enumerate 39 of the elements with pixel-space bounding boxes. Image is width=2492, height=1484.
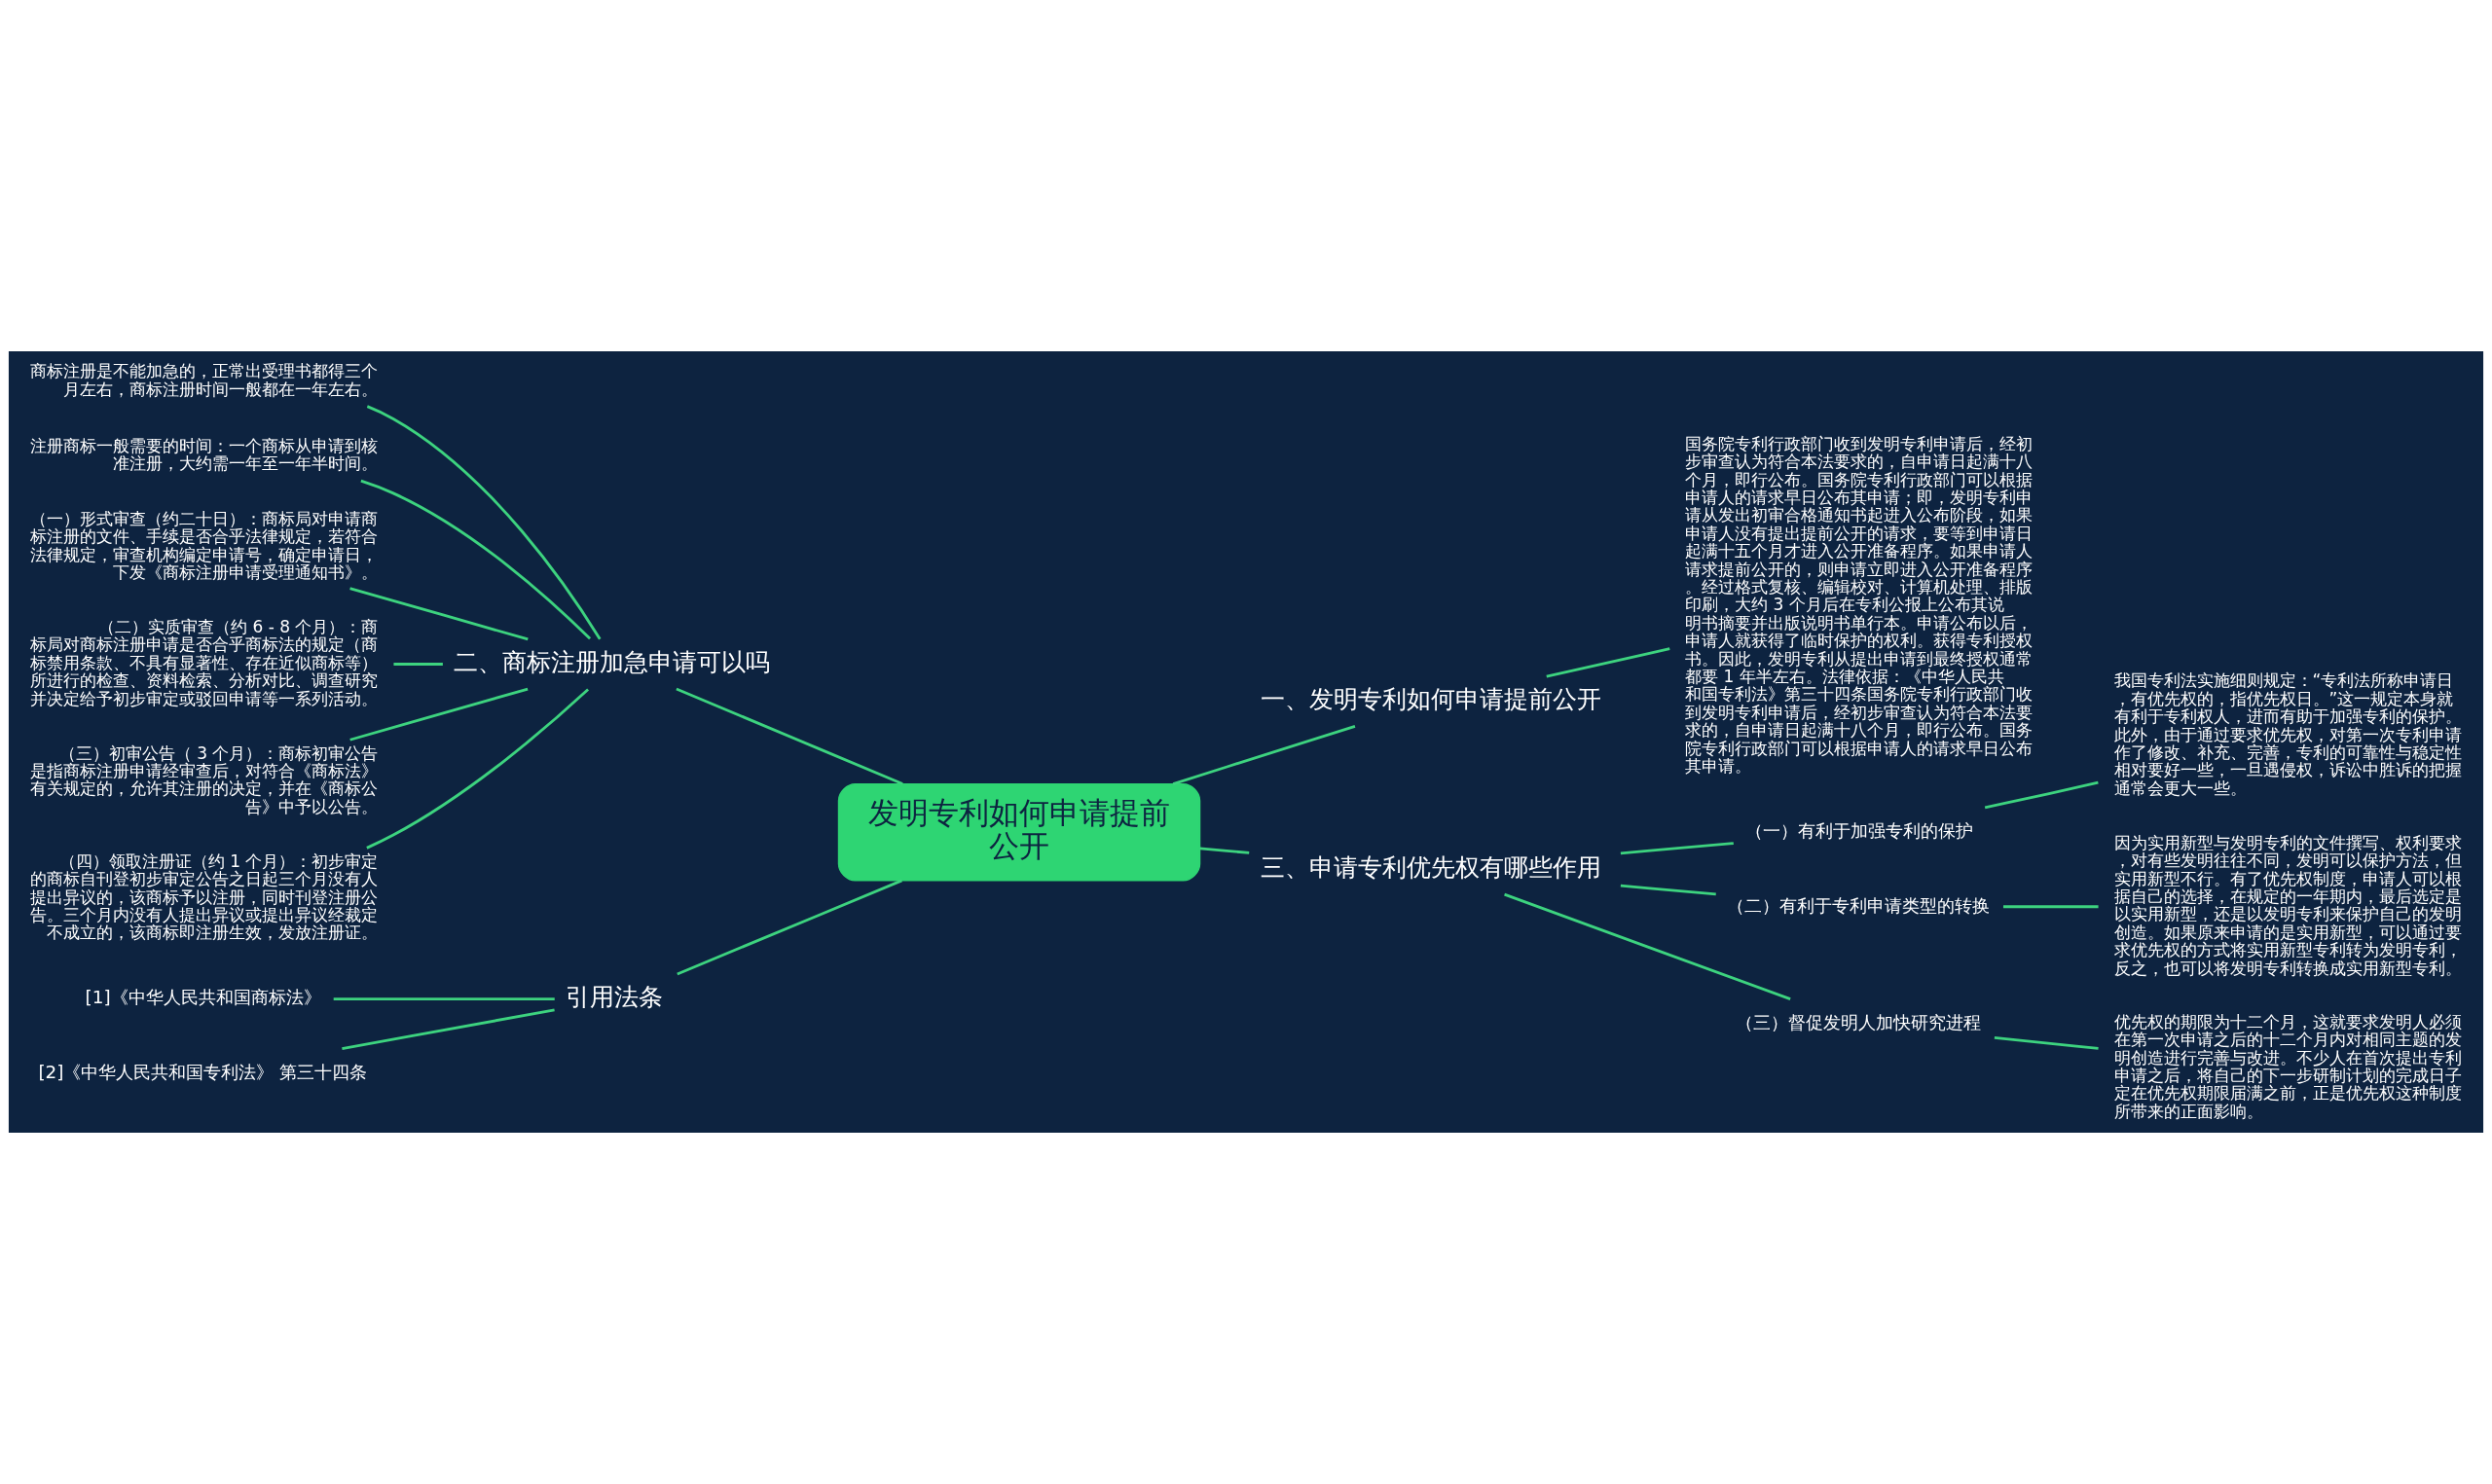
node-text: [1]《中华人民共和国商标法》 [85,987,321,1008]
connector [360,479,592,640]
connector [342,1008,555,1050]
node-text: 因为实用新型与发明专利的文件撰写、权利要求，对有些发明往往不同，发明可以保护方法，但实用新型不行。有了优先权制度，申请人可以根据自己的选择，在规定的一年期内，最后选定是以实用新型，还是以发明专利来保护自己的发明创造。如果原来申请的是实用新型，可以通过要求优先权的方式将实用新型专利转为发明专利，反之，也可以将发明专利转换成实用新型专利。 [2113,832,2462,978]
node-text: 引用法条 [566,981,664,1011]
node-text: 国务院专利行政部门收到发明专利申请后，经初步审查认为符合本法要求的，自申请日起满十八个月，即行公布。国务院专利行政部门可以根据申请人的请求早日公布其申请；即，发明专利申请从发出初审合格通知书起进入公布阶段，如果申请人没有提出提前公开的请求，要等到申请日起满十五个月才进入公开准备程序。如果申请人请求提前公开的，则申请立即进入公开准备程序。经过格式复核、编辑校对、计算机处理、排版印刷，大约 3 个月后在专利公报上公布其说明书摘要并出版说明书单行本。申请公布以后，申请人就获得了临时保护的权利。获得专利授权书。因此，发明专利从提出申请到最终授权通常都要 1 年半左右。法律依据：《中华人民共和国专利法》第三十四条国务院专利行政部门收到发明专利申请后，经初步审查认为符合本法要求的，自申请日起满十八个月，即行公布。国务院专利行政部门可以根据申请人的请求早日公布其申请。 [1685,433,2034,777]
node-text: 优先权的期限为十二个月，这就要求发明人必须在第一次申请之后的十二个月内对相同主题的发明创造进行完善与改进。不少人在首次提出专利申请之后，将自己的下一步研制计划的完成日子定在优先权期限届满之前，正是优先权这种制度所带来的正面影响。 [2113,1011,2462,1121]
node-text: （一）有利于加强专利的保护 [1744,820,1973,842]
connector [1172,724,1356,785]
connector [1620,842,1734,855]
node-text: 三、申请专利优先权有哪些作用 [1260,851,1601,882]
connector [1546,647,1670,678]
connector [1994,1035,2099,1050]
node-text: 注册商标一般需要的时间：一个商标从申请到核准注册，大约需一年至一年半时间。 [30,435,379,474]
connector [2002,905,2099,909]
node-text: 我国专利法实施细则规定：“专利法所称申请日，有优先权的，指优先权日。”这一规定本身就有利于专利权人，进而有助于加强专利的保护。此外，由于通过要求优先权，对第一次专利申请作了修改、补充、完善，专利的可靠性与稳定性相对要好一些，一旦遇侵权，诉讼中胜诉的把握通常会更大一些。 [2113,670,2462,798]
node-text: （三）初审公告（ 3 个月）：商标初审公告是指商标注册申请经审查后，对符合《商标法》有关规定的，允许其注册的决定，并在《商标公告》中予以公告。 [30,742,379,816]
connector [1199,847,1250,854]
node-text: 二、商标注册加急申请可以吗 [454,646,771,676]
connector [677,879,902,976]
node-text: （二）实质审查（约 6 - 8 个月）：商标局对商标注册申请是否合乎商标法的规定（商标禁用条款、不具有显著性、存在近似商标等）所进行的检查、资料检索、分析对比、调查研究并决定给予初步审定或驳回申请等一系列活动。 [30,617,379,708]
connector [333,997,555,1001]
node-text: （四）领取注册证（约 1 个月）：初步审定的商标自刊登初步审定公告之日起三个月没有人提出异议的，该商标予以注册，同时刊登注册公告。三个月内没有人提出异议或提出异议经裁定不成立的，该商标即注册生效，发放注册证。 [30,851,379,943]
node-text: 一、发明专利如何申请提前公开 [1260,683,1601,713]
node-text: （三）督促发明人加快研究进程 [1736,1011,1982,1032]
node-box: 发明专利如何申请提前公开 [837,783,1201,882]
node-text: （一）形式审查（约二十日）：商标局对申请商标注册的文件、手续是否合乎法律规定，若符合法律规定，审查机构编定申请号，确定申请日，下发《商标注册申请受理通知书》。 [30,508,379,583]
connector [1504,892,1791,1000]
connector [676,687,903,785]
connector [366,405,602,640]
connector [349,587,529,641]
node-text: （二）有利于专利申请类型的转换 [1727,894,1991,916]
connector [393,663,443,666]
connector [1984,780,2099,810]
connector [366,688,590,850]
node-text: [2]《中华人民共和国专利法》 第三十四条 [38,1061,368,1082]
connector [349,687,529,742]
connector [1620,884,1716,896]
node-text: 商标注册是不能加急的，正常出受理书都得三个月左右，商标注册时间一般都在一年左右。 [30,361,379,399]
